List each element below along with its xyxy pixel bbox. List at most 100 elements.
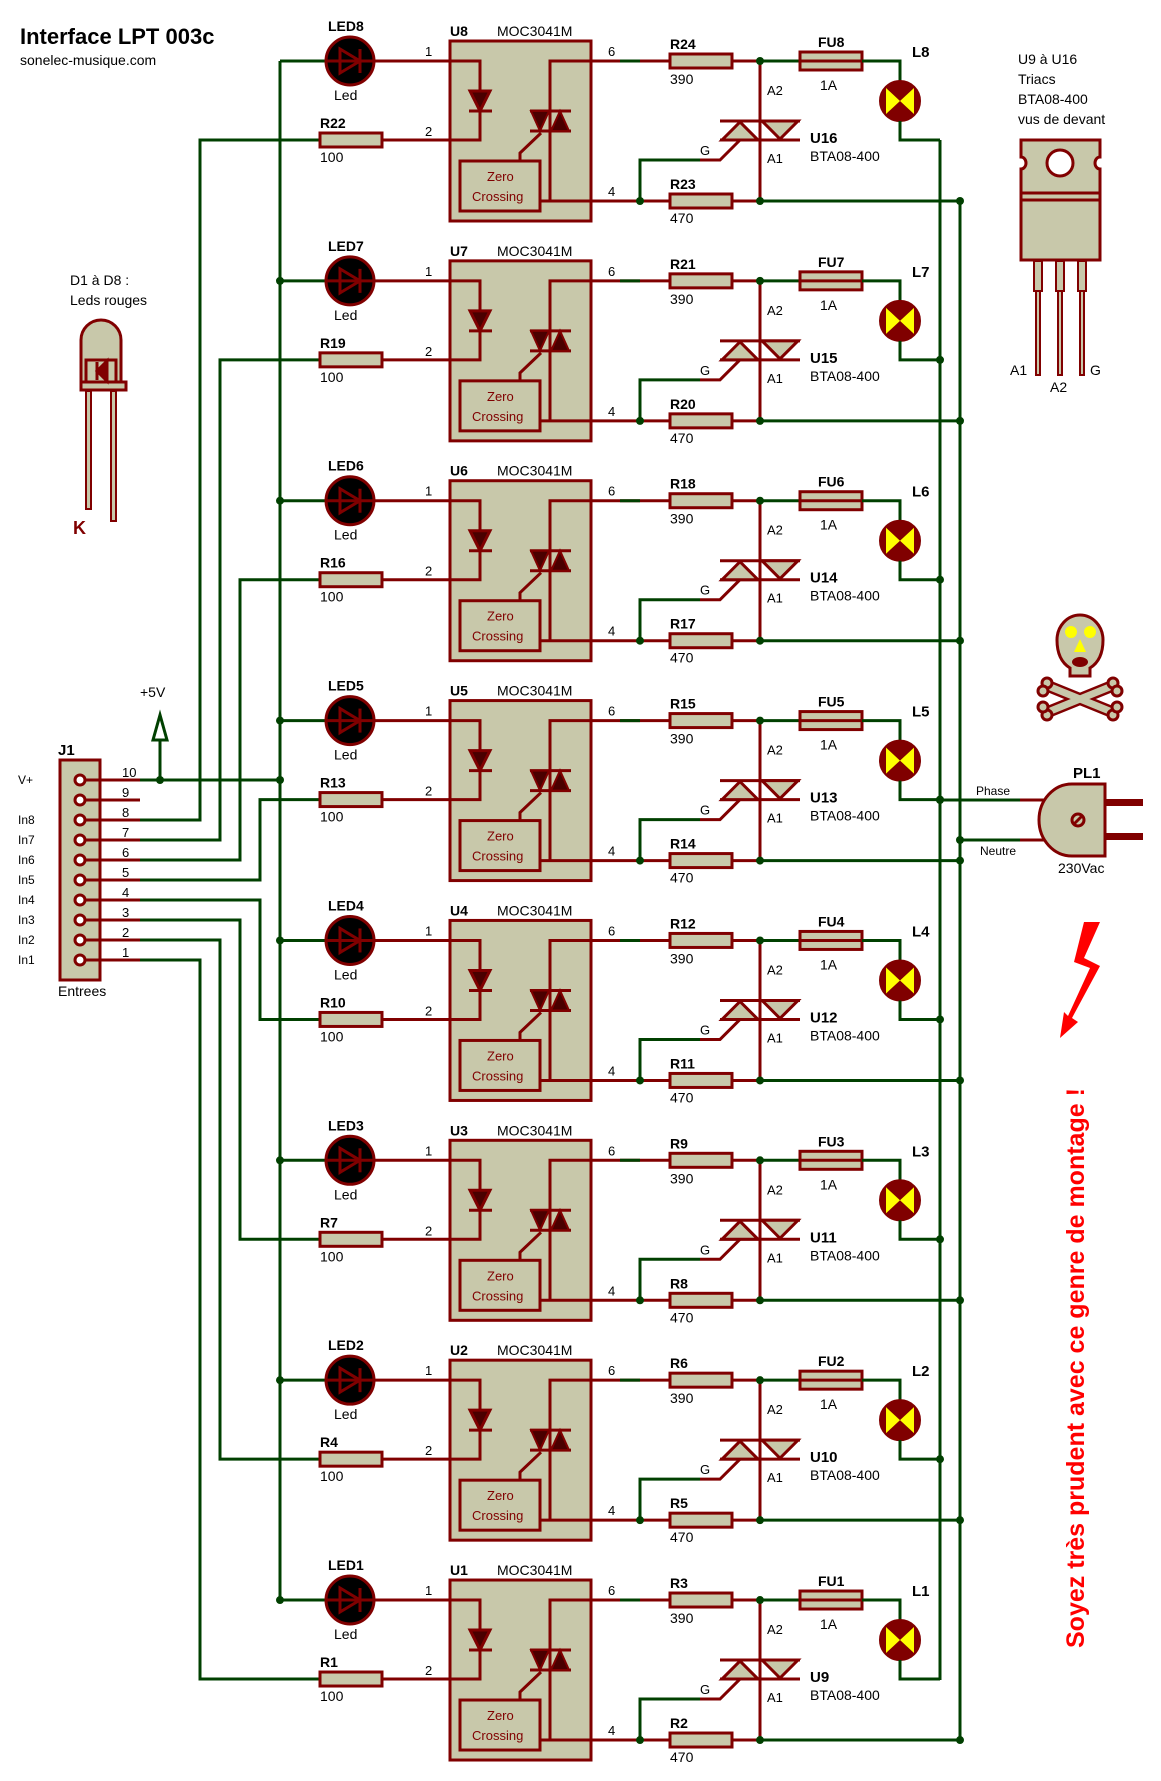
led-value: Led (334, 1626, 357, 1642)
led-ref: LED8 (328, 18, 364, 34)
resistor-r6 (668, 1371, 734, 1389)
pin-label: In2 (18, 933, 35, 947)
opto-triac-icon (529, 1429, 551, 1453)
fuse-ref: FU1 (818, 1573, 845, 1589)
pin-label: In5 (18, 873, 35, 887)
resistor-value: 100 (320, 1248, 344, 1264)
resistor-ref: R11 (670, 1055, 695, 1071)
plug-value: 230Vac (1058, 860, 1104, 876)
pin-number: 4 (608, 1283, 615, 1298)
led-ref: LED2 (328, 1337, 364, 1353)
opto-part: MOC3041M (497, 902, 572, 918)
zero-crossing-label: Crossing (472, 409, 523, 424)
opto-diode-icon (467, 1628, 493, 1654)
to220-pin-a2: A2 (1050, 379, 1067, 395)
junction-dot (936, 575, 944, 584)
resistor-value: 390 (670, 1610, 694, 1626)
gate-label: G (700, 143, 710, 158)
resistor-value: 100 (320, 149, 344, 165)
pin-number: 1 (425, 484, 432, 499)
resistor-r22 (318, 131, 384, 149)
resistor-value: 390 (670, 731, 694, 747)
pin-number: 10 (122, 765, 136, 780)
resistor-r17 (668, 632, 734, 650)
pin-number: 6 (608, 44, 615, 59)
resistor-value: 100 (320, 1468, 344, 1484)
lamp-ref: L8 (912, 44, 930, 61)
pin-number: 2 (425, 1223, 432, 1238)
terminal-label: A1 (767, 811, 783, 826)
triac-ref: U9 (810, 1669, 829, 1686)
pin-hole-icon (73, 933, 87, 947)
pin-label: In8 (18, 813, 35, 827)
fuse-value: 1A (820, 1616, 838, 1632)
opto-diode-icon (467, 749, 493, 774)
fuse-value: 1A (820, 1396, 838, 1412)
phase-label: Phase (976, 784, 1010, 798)
pin-number: 9 (122, 785, 129, 800)
led-ref: LED1 (328, 1557, 364, 1573)
opto-ref: U1 (450, 1562, 468, 1578)
resistor-ref: R2 (670, 1715, 688, 1731)
terminal-label: A2 (767, 83, 783, 98)
opto-diode-icon (467, 1408, 493, 1434)
resistor-r8 (668, 1291, 734, 1309)
to220-pin-g: G (1090, 362, 1101, 378)
plug-prong (1105, 833, 1143, 840)
power-arrow-icon (151, 709, 169, 742)
junction-dot (956, 1516, 964, 1525)
led-ref: LED6 (328, 458, 364, 474)
pin-number: 4 (608, 1503, 615, 1518)
led-note-line2: Leds rouges (70, 292, 147, 308)
zero-crossing-label: Crossing (472, 1508, 523, 1523)
led-value: Led (334, 1406, 357, 1422)
resistor-r24 (668, 52, 734, 70)
pin-number: 1 (425, 704, 432, 719)
zero-crossing-label: Crossing (472, 1068, 523, 1083)
pin-number: 4 (608, 184, 615, 199)
resistor-r7 (318, 1230, 384, 1248)
wiring (140, 61, 964, 1741)
junction-dot (276, 776, 284, 784)
high-voltage-bolt-icon (1060, 922, 1100, 1038)
terminal-label: A1 (767, 1250, 783, 1265)
junction-dot (936, 355, 944, 364)
opto-triac-icon (529, 1649, 551, 1673)
fuse-value: 1A (820, 1176, 838, 1192)
fuse-value: 1A (820, 956, 838, 972)
resistor-r2 (668, 1731, 734, 1749)
opto-diode-icon (467, 89, 493, 115)
resistor-value: 100 (320, 809, 344, 825)
terminal-label: A1 (767, 591, 783, 606)
opto-diode-icon (467, 1188, 493, 1214)
resistor-ref: R23 (670, 176, 696, 192)
zero-crossing-label: Zero (487, 829, 514, 844)
resistor-value: 470 (670, 870, 694, 886)
resistor-value: 390 (670, 291, 694, 307)
triac-ref: U10 (810, 1449, 838, 1466)
gate-label: G (700, 1242, 710, 1257)
triac-ref: U11 (810, 1229, 837, 1246)
opto-ref: U5 (450, 683, 468, 699)
pin-number: 2 (425, 1443, 432, 1458)
resistor-value: 100 (320, 369, 344, 385)
pin-number: 2 (425, 124, 432, 139)
zero-crossing-block (458, 159, 542, 213)
pin-number: 4 (608, 624, 615, 639)
led-ref: LED4 (328, 897, 364, 913)
junction-dot (936, 1455, 944, 1464)
triac-note-line3: BTA08-400 (1018, 91, 1088, 107)
resistor-value: 470 (670, 1309, 694, 1325)
pin-hole-icon (73, 953, 87, 967)
pin-hole-icon (73, 773, 87, 787)
opto-ref: U3 (450, 1122, 468, 1138)
